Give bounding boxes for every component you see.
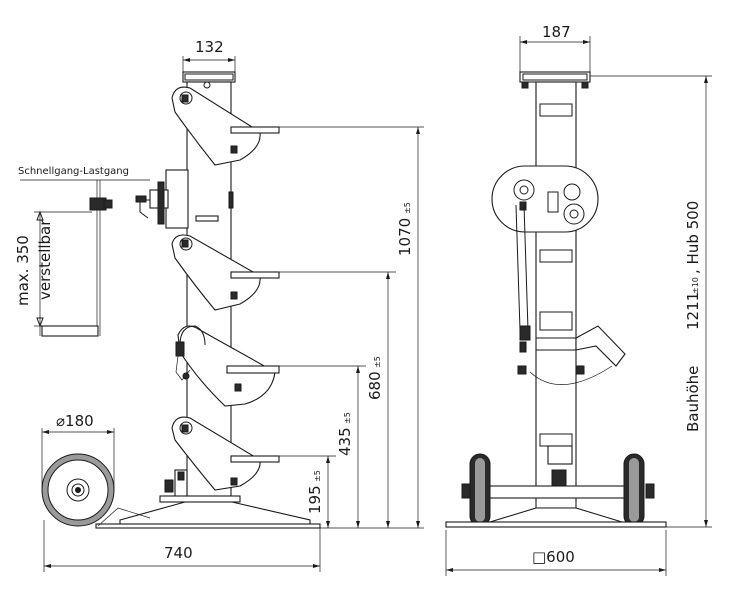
dim-435-label: 435 xyxy=(336,427,354,456)
dim-195-tol: ±5 xyxy=(313,470,322,482)
dim-680-tol: ±5 xyxy=(373,356,382,368)
base-plate-bottom xyxy=(95,523,321,529)
dim-600-label: □600 xyxy=(532,548,575,566)
front-axle xyxy=(481,485,633,499)
dim-wheel-label: ⌀180 xyxy=(56,412,94,430)
bracket-level-1 xyxy=(171,81,280,166)
front-gearbox xyxy=(491,165,599,341)
dim-1070-label: 1070 xyxy=(396,218,414,256)
dim-overall-height xyxy=(590,75,712,528)
dim-132 xyxy=(182,56,236,72)
base-plate xyxy=(119,501,311,525)
stroke-label: , Hub 500 xyxy=(684,201,702,274)
dim-wheel xyxy=(41,428,115,490)
front-lock xyxy=(547,445,573,465)
dim-187 xyxy=(519,36,591,72)
dim-600 xyxy=(445,530,667,576)
dim-132-label: 132 xyxy=(195,38,224,56)
adjustable-label: verstellbar xyxy=(36,219,54,300)
top-cap-plate-rim xyxy=(184,73,234,81)
wheel-side xyxy=(41,453,151,527)
bracket-level-2 xyxy=(171,234,280,311)
dim-heights xyxy=(279,126,424,529)
dim-1070-tol: ±5 xyxy=(403,202,412,214)
crank-detail xyxy=(20,179,150,337)
front-column xyxy=(535,81,577,509)
gearbox-side xyxy=(135,169,234,229)
front-wheel-left xyxy=(469,453,491,527)
bracket-level-4 xyxy=(171,416,280,491)
dim-195-label: 195 xyxy=(306,485,324,514)
front-wheel-right xyxy=(623,453,645,527)
side-view: 132 740 ⌀180 Schnellgang-Lastgang max. 3… xyxy=(14,38,424,572)
dim-435-tol: ±5 xyxy=(343,412,352,424)
gear-switch-label: Schnellgang-Lastgang xyxy=(18,166,129,177)
front-base-plate xyxy=(445,521,667,528)
front-view: 187 □600 Bauhöhe 1211 ±10 , Hub 500 xyxy=(445,23,712,576)
bracket-level-3 xyxy=(175,325,280,407)
front-handle xyxy=(517,325,626,385)
front-base xyxy=(489,507,623,523)
dim-187-label: 187 xyxy=(542,23,571,41)
lower-lock xyxy=(164,469,188,501)
adjustable-max-label: max. 350 xyxy=(14,235,32,306)
base-flange xyxy=(159,495,241,503)
dim-740-label: 740 xyxy=(164,544,193,562)
dim-740 xyxy=(43,520,321,572)
height-tol: ±10 xyxy=(691,277,700,294)
height-value: 1211 xyxy=(684,292,702,330)
dim-680-label: 680 xyxy=(366,371,384,400)
height-label: Bauhöhe xyxy=(684,366,702,432)
